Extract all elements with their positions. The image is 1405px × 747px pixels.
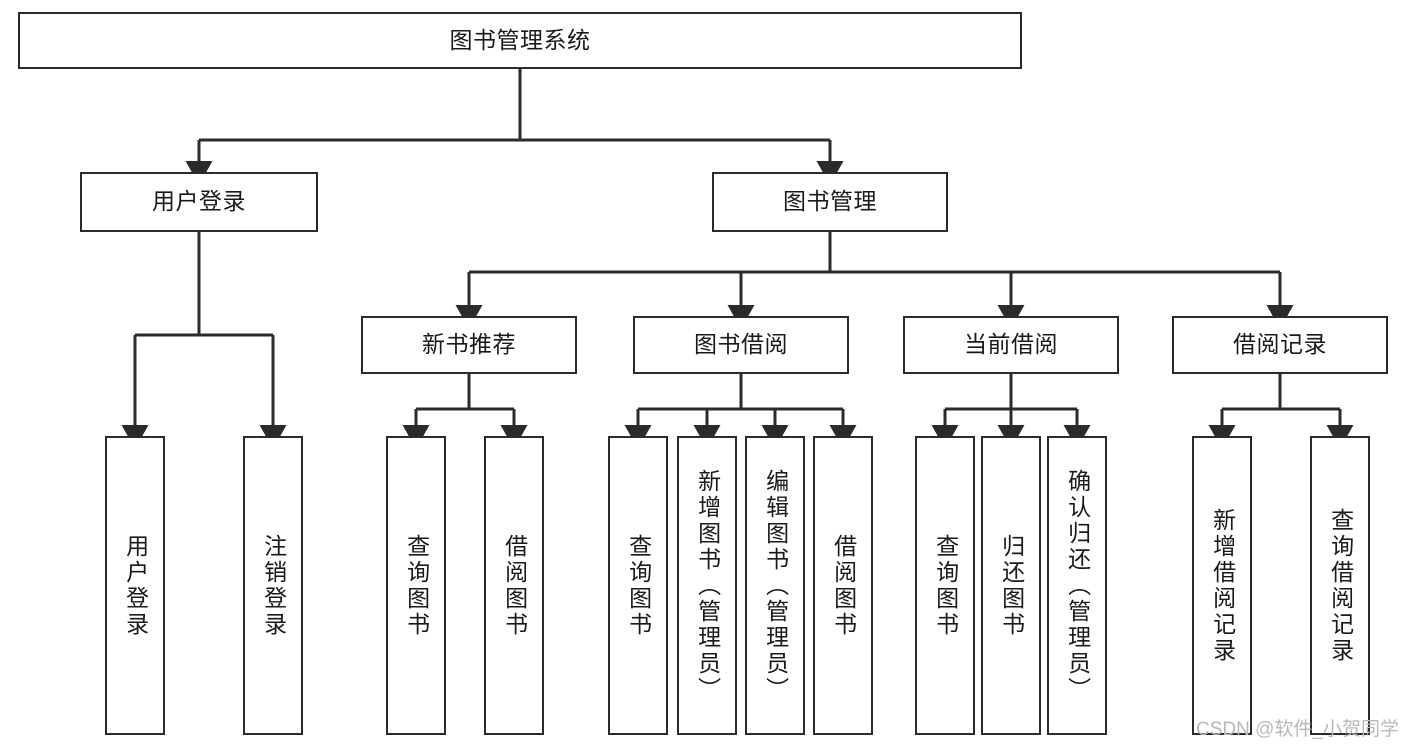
node-label-book-borrow: 图书借阅	[694, 331, 788, 358]
node-leaf-borrow-book-1[interactable]: 借阅图书	[484, 436, 544, 735]
node-leaf-query-book-1[interactable]: 查询图书	[386, 436, 446, 735]
node-label-leaf-borrow-book-2: 借阅图书	[830, 533, 857, 638]
node-label-root: 图书管理系统	[449, 26, 591, 53]
node-label-leaf-query-book-2: 查询图书	[625, 533, 652, 638]
node-label-leaf-query-book-3: 查询图书	[932, 533, 959, 638]
node-current-borrow[interactable]: 当前借阅	[903, 316, 1119, 374]
watermark: CSDN @软件_小贺同学	[1196, 719, 1399, 740]
node-leaf-edit-book[interactable]: 编辑图书（管理员）	[745, 436, 805, 735]
node-label-borrow-record: 借阅记录	[1233, 331, 1327, 358]
node-label-leaf-add-record: 新增借阅记录	[1209, 507, 1236, 664]
node-label-leaf-user-logout: 注销登录	[260, 533, 287, 638]
node-label-leaf-return-book: 归还图书	[998, 533, 1025, 638]
node-label-leaf-add-book: 新增图书（管理员）	[694, 468, 721, 703]
node-label-new-book-rec: 新书推荐	[422, 331, 516, 358]
node-new-book-rec[interactable]: 新书推荐	[361, 316, 577, 374]
node-label-book-manage: 图书管理	[783, 188, 877, 215]
node-label-leaf-query-book-1: 查询图书	[403, 533, 430, 638]
node-leaf-borrow-book-2[interactable]: 借阅图书	[813, 436, 873, 735]
node-book-borrow[interactable]: 图书借阅	[633, 316, 849, 374]
node-user-login[interactable]: 用户登录	[80, 172, 318, 232]
node-leaf-query-book-3[interactable]: 查询图书	[915, 436, 975, 735]
node-borrow-record[interactable]: 借阅记录	[1172, 316, 1388, 374]
node-leaf-confirm-return[interactable]: 确认归还（管理员）	[1047, 436, 1107, 735]
node-label-user-login: 用户登录	[152, 188, 246, 215]
node-book-manage[interactable]: 图书管理	[712, 172, 948, 232]
node-leaf-return-book[interactable]: 归还图书	[981, 436, 1041, 735]
node-root[interactable]: 图书管理系统	[18, 12, 1022, 69]
node-label-current-borrow: 当前借阅	[964, 331, 1058, 358]
node-leaf-user-login[interactable]: 用户登录	[105, 436, 165, 735]
node-label-leaf-borrow-book-1: 借阅图书	[501, 533, 528, 638]
node-label-leaf-query-record: 查询借阅记录	[1327, 507, 1354, 664]
node-leaf-query-book-2[interactable]: 查询图书	[608, 436, 668, 735]
node-leaf-add-book[interactable]: 新增图书（管理员）	[677, 436, 737, 735]
node-leaf-add-record[interactable]: 新增借阅记录	[1192, 436, 1252, 735]
node-label-leaf-user-login: 用户登录	[122, 533, 149, 638]
node-label-leaf-edit-book: 编辑图书（管理员）	[762, 468, 789, 703]
node-leaf-query-record[interactable]: 查询借阅记录	[1310, 436, 1370, 735]
node-leaf-user-logout[interactable]: 注销登录	[243, 436, 303, 735]
node-label-leaf-confirm-return: 确认归还（管理员）	[1064, 468, 1091, 703]
